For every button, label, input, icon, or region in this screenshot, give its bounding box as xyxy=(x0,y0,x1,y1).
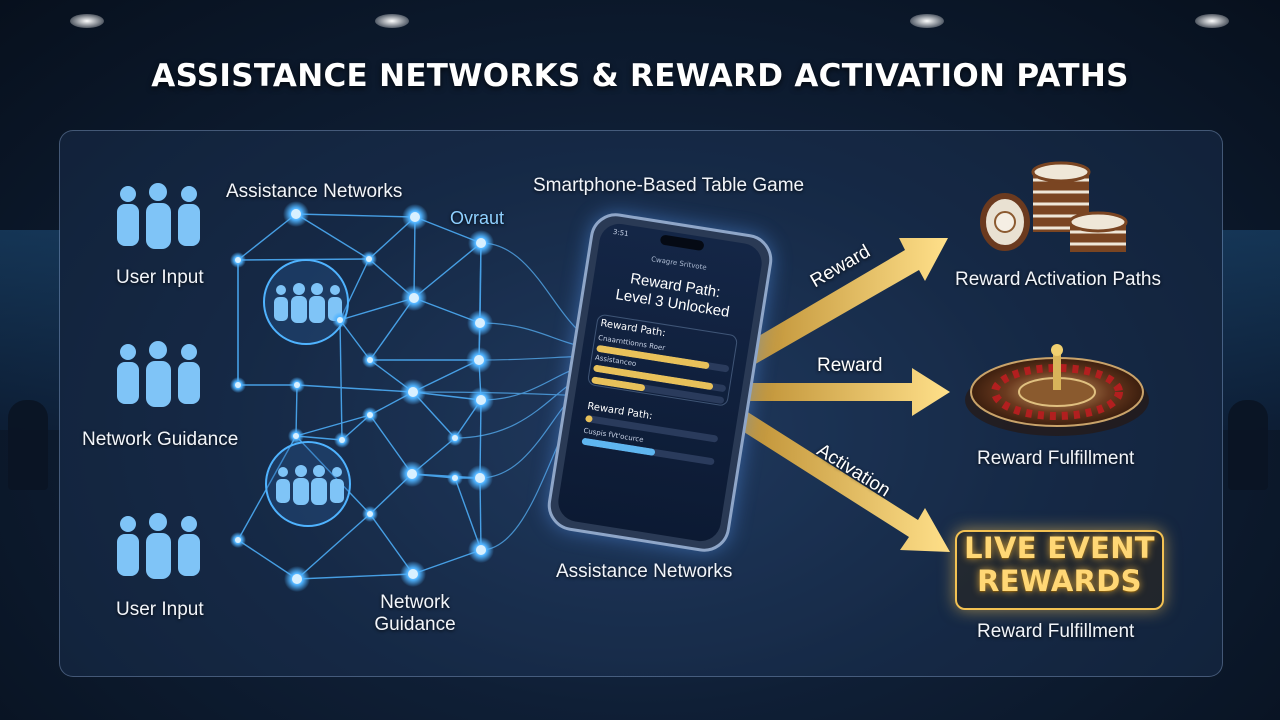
people-group-icon xyxy=(117,183,200,249)
network-bottom-label-line2: Guidance xyxy=(374,614,456,635)
left-label-user-input-bottom: User Input xyxy=(116,599,204,620)
phone-bottom-label: Assistance Networks xyxy=(556,561,733,582)
background-person-left xyxy=(8,400,48,490)
phone-notch xyxy=(659,234,705,252)
network-node-core xyxy=(475,473,485,483)
right-label-reward-fulfillment-1: Reward Fulfillment xyxy=(977,448,1135,469)
network-node-core xyxy=(367,357,373,363)
right-label-reward-activation-paths: Reward Activation Paths xyxy=(955,269,1161,290)
network-bottom-label-line1: Network xyxy=(380,592,450,613)
network-node-core xyxy=(408,569,418,579)
phone-top-label: Smartphone-Based Table Game xyxy=(533,175,805,196)
network-node-core xyxy=(294,382,300,388)
network-node-core xyxy=(452,435,458,441)
live-event-line2: REWARDS xyxy=(977,564,1142,598)
background-person-right xyxy=(1228,400,1268,490)
left-label-network-guidance: Network Guidance xyxy=(82,429,239,450)
network-node-core xyxy=(410,212,420,222)
network-node-core xyxy=(474,355,484,365)
live-event-line1: LIVE EVENT xyxy=(964,531,1155,565)
network-node-core xyxy=(292,574,302,584)
people-group-icon xyxy=(117,341,200,407)
people-cluster-icon xyxy=(265,441,351,527)
network-node-core xyxy=(235,257,241,263)
background-screen-right xyxy=(1222,230,1280,430)
phone-time: 3:51 xyxy=(612,227,630,239)
right-label-reward-fulfillment-2: Reward Fulfillment xyxy=(977,621,1135,642)
people-group-icon xyxy=(117,513,200,579)
network-node-core xyxy=(409,293,419,303)
network-node-core xyxy=(337,317,343,323)
reward-arrow-right xyxy=(732,368,950,416)
network-node-core xyxy=(408,387,418,397)
network-node-core xyxy=(407,469,417,479)
network-node-core xyxy=(367,412,373,418)
page-title: ASSISTANCE NETWORKS & REWARD ACTIVATION … xyxy=(151,58,1129,94)
roulette-wheel-icon xyxy=(965,344,1149,436)
phone-progress-fill xyxy=(584,414,593,423)
casino-chips-icon xyxy=(980,161,1128,252)
network-node-label: Ovraut xyxy=(450,208,505,228)
network-node-core xyxy=(476,238,486,248)
network-node-core xyxy=(235,537,241,543)
people-cluster-icon xyxy=(263,259,349,345)
live-event-badge: LIVE EVENT REWARDS xyxy=(955,530,1164,610)
phone-screen: 3:51 Cwagre Sritvote Reward Path: Level … xyxy=(555,221,765,544)
network-node-core xyxy=(367,511,373,517)
network-mesh xyxy=(237,213,482,580)
left-label-user-input-top: User Input xyxy=(116,267,204,288)
network-node-core xyxy=(291,209,301,219)
network-node-core xyxy=(476,545,486,555)
network-nodes xyxy=(230,201,494,592)
network-node-core xyxy=(475,318,485,328)
network-top-label: Assistance Networks xyxy=(226,181,403,202)
background-screen-left xyxy=(0,230,60,430)
reward-arrow-up xyxy=(735,238,948,370)
activation-arrow-down xyxy=(725,404,950,552)
network-node-core xyxy=(476,395,486,405)
network-node-core xyxy=(452,475,458,481)
network-bottom-label: Network Guidance xyxy=(360,592,470,636)
network-node-core xyxy=(339,437,345,443)
network-node-core xyxy=(235,382,241,388)
network-node-core xyxy=(366,256,372,262)
arrow-label-reward-2: Reward xyxy=(817,355,883,376)
network-node-core xyxy=(293,433,299,439)
